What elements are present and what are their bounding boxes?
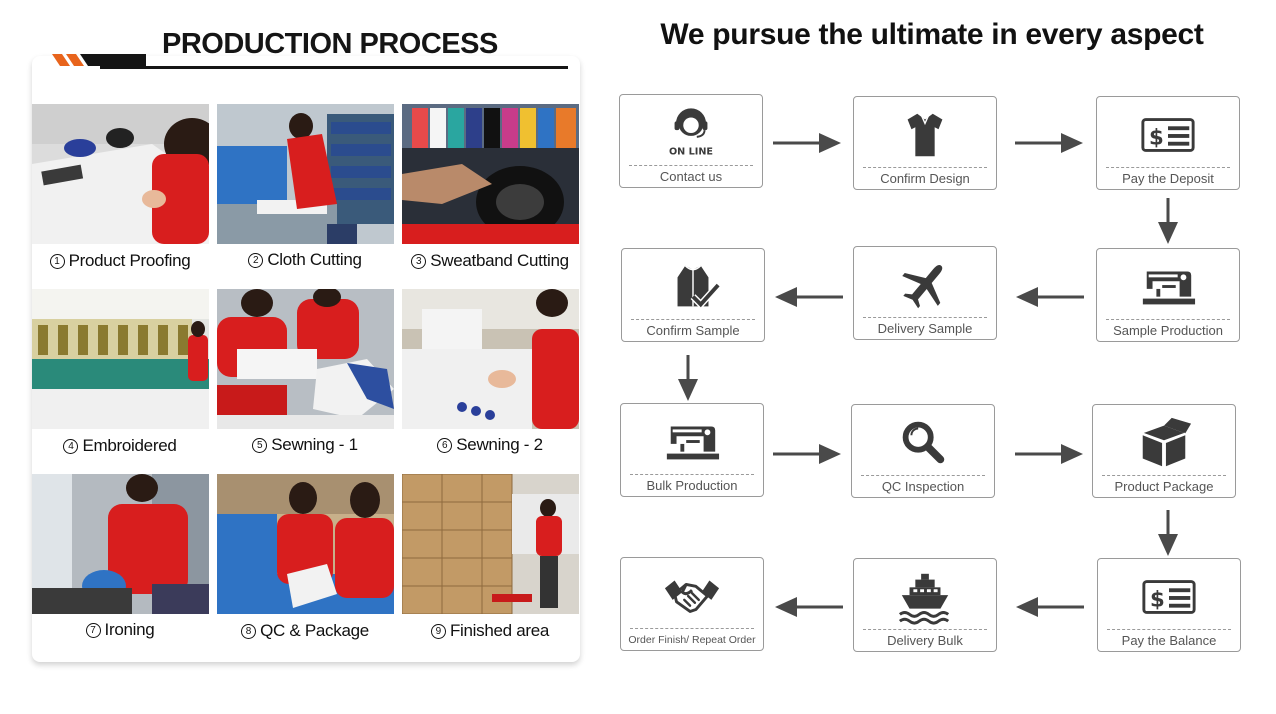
package-box-icon	[1142, 417, 1192, 467]
step-order-finish: Order Finish/ Repeat Order	[620, 557, 764, 651]
arrow-down-icon	[676, 355, 700, 401]
handshake-icon	[664, 580, 720, 613]
arrow-left-icon	[1016, 285, 1084, 309]
step-product-package: Product Package	[1092, 404, 1236, 498]
step-sample-production: Sample Production	[1096, 248, 1240, 342]
step-label: Contact us	[659, 169, 723, 184]
production-process-title: PRODUCTION PROCESS	[162, 28, 498, 60]
step-bulk-production: Bulk Production	[620, 403, 764, 497]
magnifier-icon	[902, 421, 945, 464]
step-label: Order Finish/ Repeat Order	[628, 634, 756, 646]
step-label: Pay the Balance	[1121, 633, 1217, 648]
cargo-ship-icon	[898, 573, 950, 625]
photo-finished-area	[402, 474, 579, 614]
flow-title: We pursue the ultimate in every aspect	[660, 18, 1204, 51]
step-pay-deposit: $ Pay the Deposit	[1096, 96, 1240, 190]
step-label: Product Package	[1114, 479, 1214, 494]
step-label: Bulk Production	[646, 478, 738, 493]
step-confirm-design: Confirm Design	[853, 96, 997, 190]
step-label: Pay the Deposit	[1122, 171, 1214, 186]
photo-ironing	[32, 474, 209, 614]
step-qc-inspection: QC Inspection	[851, 404, 995, 498]
sewing-machine-icon	[666, 426, 720, 460]
jacket-check-icon	[677, 265, 721, 310]
arrow-left-icon	[775, 595, 843, 619]
online-support-icon: ON LINE	[669, 108, 713, 157]
header-underline	[100, 66, 568, 69]
arrow-left-icon	[1016, 595, 1084, 619]
airplane-icon	[902, 265, 943, 309]
sewing-machine-icon	[1142, 271, 1196, 305]
step-pay-balance: $ Pay the Balance	[1097, 558, 1241, 652]
payment-icon: $	[1141, 118, 1195, 152]
step-label: QC Inspection	[881, 479, 965, 494]
photo-product-proofing	[32, 104, 209, 244]
arrow-right-icon	[773, 131, 841, 155]
arrow-right-icon	[773, 442, 841, 466]
step-label: Confirm Sample	[646, 323, 740, 338]
step-label: Sample Production	[1113, 323, 1223, 338]
step-delivery-sample: Delivery Sample	[853, 246, 997, 340]
arrow-down-icon	[1156, 510, 1180, 556]
step-delivery-bulk: Delivery Bulk	[853, 558, 997, 652]
arrow-down-icon	[1156, 198, 1180, 244]
svg-text:$: $	[1150, 588, 1165, 613]
svg-text:ON LINE: ON LINE	[669, 146, 713, 157]
header-stripes-decoration	[52, 54, 146, 66]
photo-sewning-2	[402, 289, 579, 429]
production-process-header: PRODUCTION PROCESS	[40, 26, 570, 70]
shirt-icon	[907, 113, 943, 157]
arrow-right-icon	[1015, 442, 1083, 466]
step-contact-us: ON LINE Contact us	[619, 94, 763, 188]
step-label: Delivery Bulk	[887, 633, 963, 648]
step-label: Delivery Sample	[877, 321, 973, 336]
photo-sewning-1	[217, 289, 394, 429]
payment-icon: $	[1142, 580, 1196, 614]
svg-text:$: $	[1149, 126, 1164, 151]
photo-embroidered	[32, 289, 209, 429]
arrow-right-icon	[1015, 131, 1083, 155]
photo-cloth-cutting	[217, 104, 394, 244]
photo-qc-package	[217, 474, 394, 614]
photo-sweatband-cutting	[402, 104, 579, 244]
step-confirm-sample: Confirm Sample	[621, 248, 765, 342]
arrow-left-icon	[775, 285, 843, 309]
step-label: Confirm Design	[880, 171, 970, 186]
